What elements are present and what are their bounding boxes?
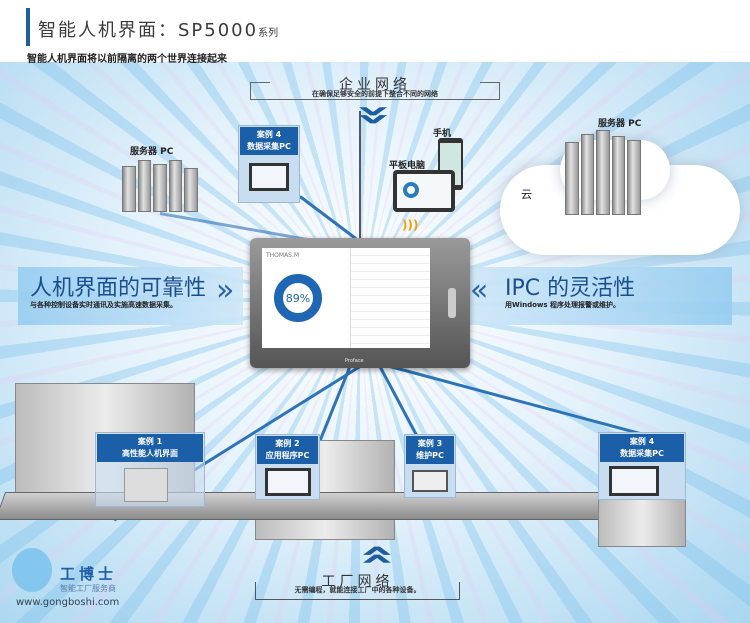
cloud-label: 云 — [521, 188, 532, 201]
case-title: 案例 1 — [137, 437, 163, 446]
banner-description: 用Windows 程序处理报警或维护。 — [505, 301, 620, 309]
pc-monitor-icon — [249, 163, 289, 191]
server-right-label: 服务器 PC — [598, 119, 642, 129]
server-right-icon — [565, 130, 641, 215]
page-subtitle: 智能人机界面将以前隔离的两个世界连接起来 — [27, 54, 227, 65]
hmi-reliability-banner: 人机界面的可靠性 与各种控制设备实时通讯及实施高速数据采集。 » — [18, 267, 243, 325]
case4-top-card: 案例 4 数据采集PC — [238, 125, 300, 203]
hmi-brand: Proface — [345, 358, 364, 364]
connection-line — [359, 111, 361, 241]
server-left-icon — [122, 160, 198, 212]
page-title: 智能人机界面：SP5000系列 — [38, 20, 279, 41]
title-accent-bar — [26, 8, 30, 46]
case-subtitle: 数据采集PC — [620, 449, 664, 458]
hmi-screen: THOMAS.M 89% — [262, 248, 430, 348]
wifi-icon: ))) — [402, 218, 419, 232]
case-title: 案例 4 — [256, 130, 282, 139]
case-title: 案例 2 — [275, 439, 300, 448]
case-subtitle: 应用程序PC — [265, 451, 310, 460]
case-title: 案例 3 — [417, 439, 443, 448]
phone-label: 手机 — [433, 129, 452, 139]
case-title: 案例 4 — [629, 437, 655, 446]
factory-network-box: 无需编程，就能连接工厂中的各种设备。 — [255, 582, 460, 600]
enterprise-network-title: 企业网络 — [339, 77, 411, 93]
banner-description: 与各种控制设备实时通讯及实施高速数据采集。 — [30, 301, 177, 309]
hmi-device-icon — [124, 468, 168, 502]
ipc-flexibility-banner: « IPC 的灵活性 用Windows 程序处理报警或维护。 — [470, 267, 732, 325]
case-subtitle: 维护PC — [416, 451, 444, 460]
banner-title: 人机界面的可靠性 — [30, 276, 207, 301]
pc-monitor-icon — [264, 468, 311, 496]
chevron-down-icon: » — [339, 104, 411, 126]
chevron-left-icon: « — [470, 273, 489, 308]
watermark-url: www.gongboshi.com — [16, 597, 120, 608]
case2-card: 案例 2 应用程序PC — [255, 434, 320, 500]
case-subtitle: 数据采集PC — [247, 142, 291, 151]
server-left-label: 服务器 PC — [130, 147, 174, 157]
sp5000-hmi-panel: THOMAS.M 89% Proface — [250, 238, 470, 368]
factory-network-description: 无需编程，就能连接工厂中的各种设备。 — [294, 586, 421, 594]
mascot-logo — [12, 548, 52, 592]
hmi-side-handle — [448, 288, 456, 318]
case4-card: 案例 4 数据采集PC — [598, 432, 686, 500]
hmi-gauge: 89% — [274, 274, 322, 322]
laptop-icon — [412, 470, 448, 492]
case1-card: 案例 1 高性能人机界面 — [95, 432, 205, 507]
case-subtitle: 高性能人机界面 — [122, 449, 178, 458]
watermark-tagline: 智能工厂服务商 — [60, 584, 116, 593]
hmi-user: THOMAS.M — [266, 252, 300, 259]
watermark-name: 工博士 — [60, 565, 118, 583]
chevron-right-icon: » — [216, 273, 235, 308]
tablet-icon — [393, 170, 455, 212]
case3-card: 案例 3 维护PC — [404, 434, 456, 498]
pc-monitor-icon — [609, 466, 659, 496]
tablet-label: 平板电脑 — [389, 161, 426, 171]
enterprise-network-description: 在确保足够安全的前提下整合不同的网络 — [312, 90, 438, 98]
factory-network-title: 工厂网络 — [321, 574, 394, 590]
banner-title: IPC 的灵活性 — [505, 276, 636, 301]
